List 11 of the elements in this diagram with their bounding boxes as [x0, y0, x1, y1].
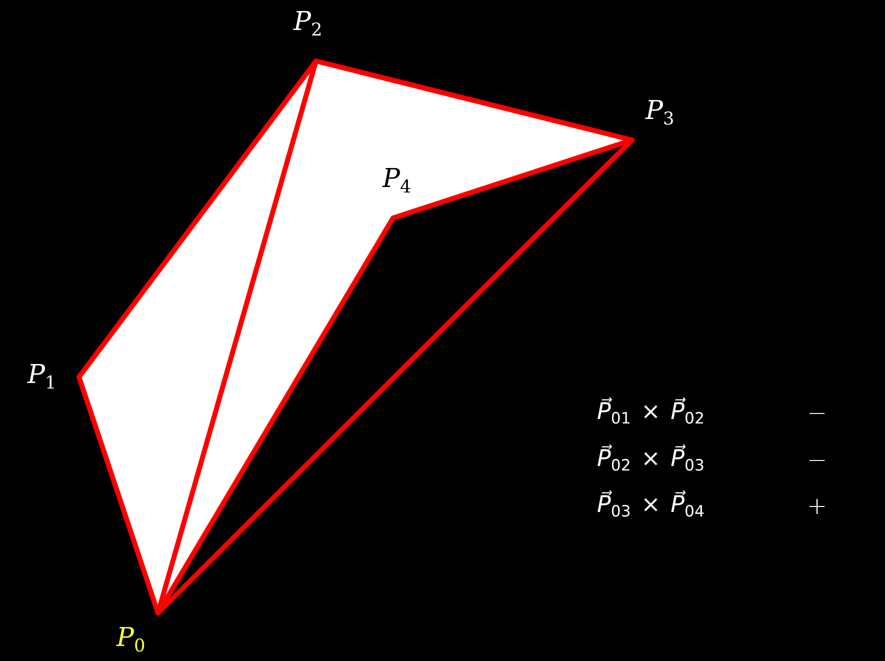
point-label: P$_{3}$: [646, 96, 674, 130]
point-label: P$_{0}$: [116, 624, 146, 656]
point-label: P$_{2}$: [294, 8, 322, 40]
cross-product-expression: P⃗$_{02}$ × P⃗$_{03}$: [597, 446, 704, 474]
sign-label: −: [807, 447, 828, 474]
sign-label: +: [807, 493, 828, 520]
sign-label: −: [807, 400, 828, 426]
point-label: P$_{1}$: [28, 360, 56, 394]
point-label: P$_{4}$: [382, 164, 412, 198]
cross-product-expression: P⃗$_{01}$ × P⃗$_{02}$: [597, 400, 704, 426]
cross-product-expression: P⃗$_{03}$ × P⃗$_{04}$: [597, 492, 704, 520]
